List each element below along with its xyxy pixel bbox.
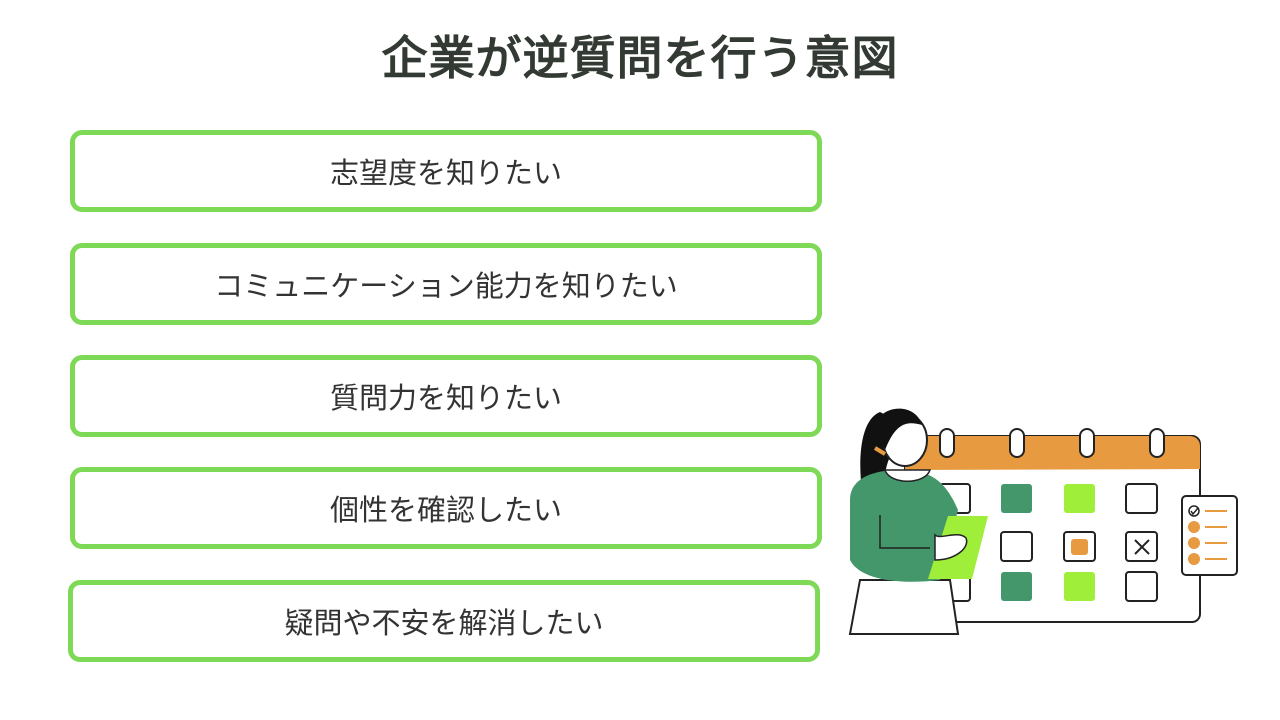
intent-item-communication: コミュニケーション能力を知りたい xyxy=(70,243,822,325)
intent-item-personality: 個性を確認したい xyxy=(70,467,822,549)
intent-item-motivation: 志望度を知りたい xyxy=(70,130,822,212)
woman-figure xyxy=(848,408,988,635)
intent-item-concerns: 疑問や不安を解消したい xyxy=(68,580,820,662)
item-label: 志望度を知りたい xyxy=(329,156,562,190)
page-title: 企業が逆質問を行う意図 xyxy=(381,31,899,85)
item-label: 個性を確認したい xyxy=(329,493,562,527)
intent-item-questioning: 質問力を知りたい xyxy=(70,355,822,437)
checklist-icon xyxy=(1181,495,1238,576)
item-label: コミュニケーション能力を知りたい xyxy=(214,269,678,303)
calendar-icon xyxy=(904,428,1201,623)
item-label: 疑問や不安を解消したい xyxy=(284,606,604,640)
item-label: 質問力を知りたい xyxy=(329,381,562,415)
